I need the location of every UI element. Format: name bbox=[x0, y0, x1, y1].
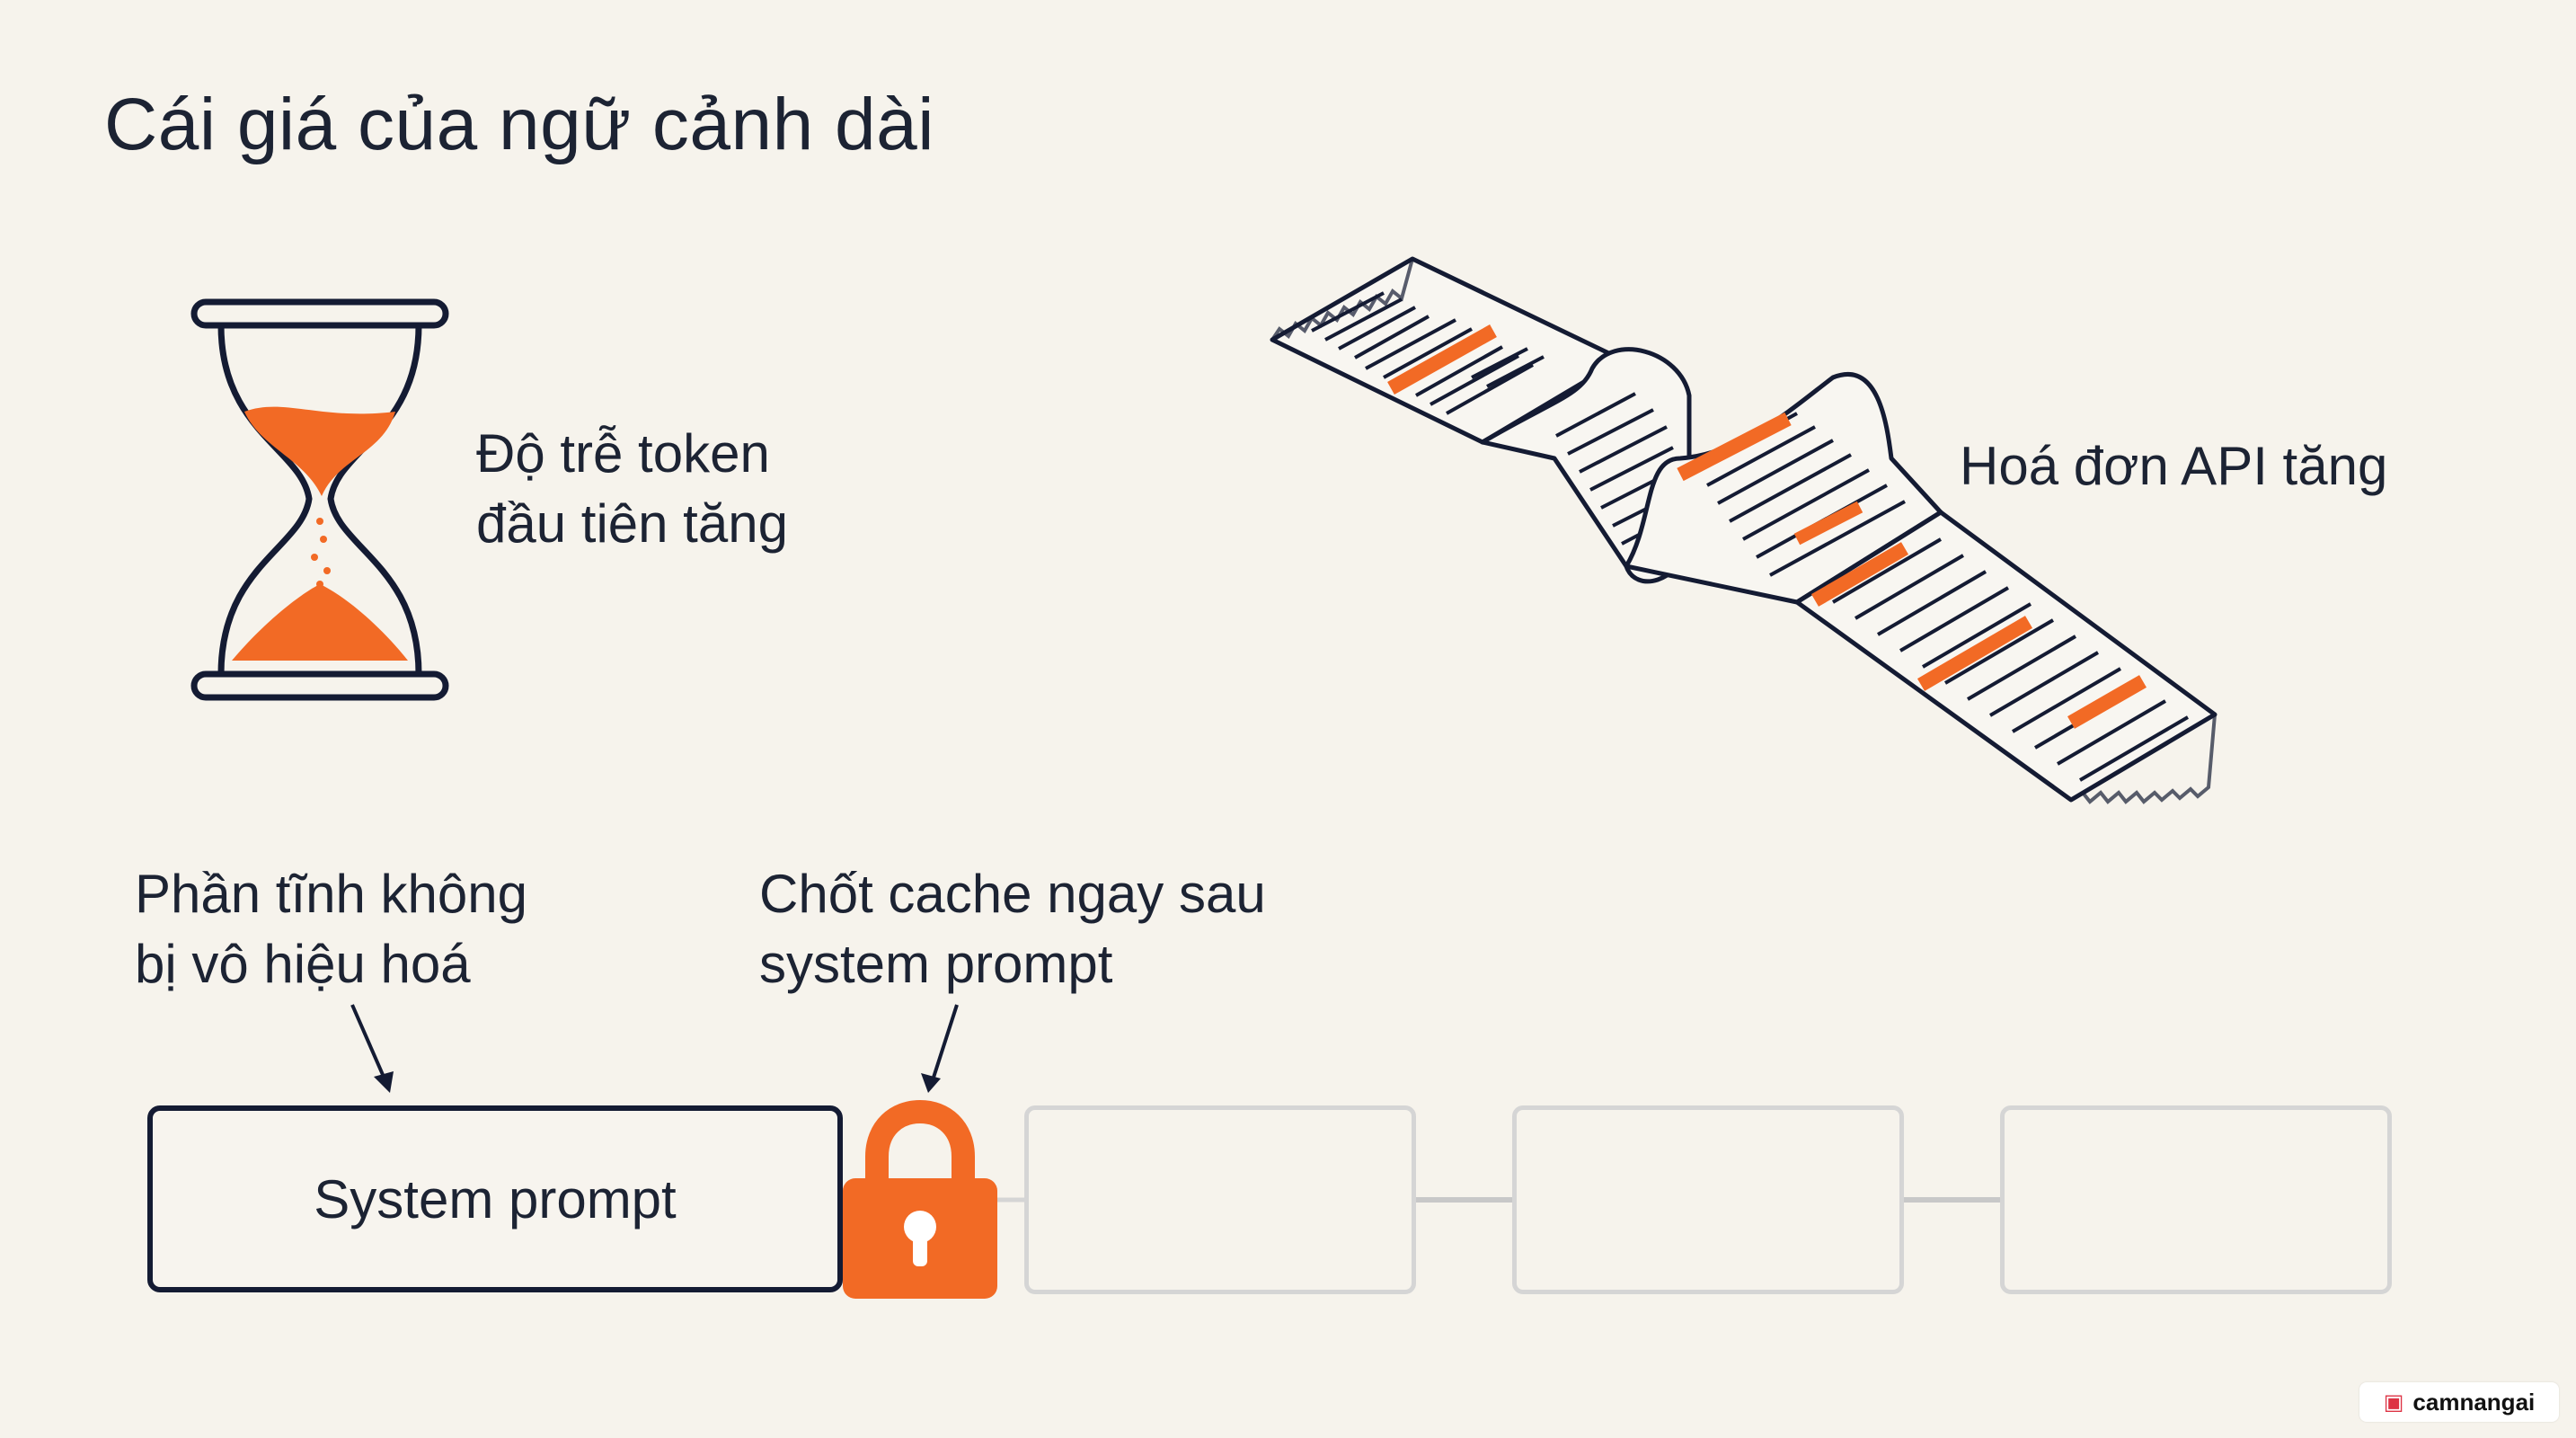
lock-icon bbox=[843, 1099, 997, 1299]
cache-breakpoint-label-line-1: Chốt cache ngay sau bbox=[759, 864, 1266, 924]
static-part-label-line-1: Phần tĩnh không bbox=[135, 864, 528, 924]
latency-label-line-2: đầu tiên tăng bbox=[476, 493, 788, 554]
latency-label: Độ trễ token đầu tiên tăng bbox=[476, 419, 788, 559]
receipt-icon bbox=[1270, 256, 2217, 804]
empty-block bbox=[1512, 1105, 1904, 1294]
empty-block bbox=[1024, 1105, 1416, 1294]
bill-label: Hoá đơn API tăng bbox=[1960, 436, 2388, 496]
cache-breakpoint-label: Chốt cache ngay sau system prompt bbox=[759, 859, 1266, 999]
page-title: Cái giá của ngữ cảnh dài bbox=[104, 84, 934, 165]
hourglass-icon bbox=[190, 298, 449, 701]
watermark-text: camnangai bbox=[2412, 1388, 2536, 1416]
static-arrow-icon bbox=[350, 1004, 394, 1093]
book-icon: ▣ bbox=[2383, 1389, 2404, 1415]
static-part-label: Phần tĩnh không bị vô hiệu hoá bbox=[135, 859, 527, 999]
cache-breakpoint-label-line-2: system prompt bbox=[759, 934, 1113, 994]
static-part-label-line-2: bị vô hiệu hoá bbox=[135, 934, 471, 994]
latency-label-line-1: Độ trễ token bbox=[476, 423, 770, 484]
watermark-badge: ▣ camnangai bbox=[2359, 1382, 2559, 1422]
cache-arrow-icon bbox=[921, 1004, 959, 1093]
empty-block bbox=[2000, 1105, 2392, 1294]
system-prompt-block: System prompt bbox=[147, 1105, 843, 1292]
